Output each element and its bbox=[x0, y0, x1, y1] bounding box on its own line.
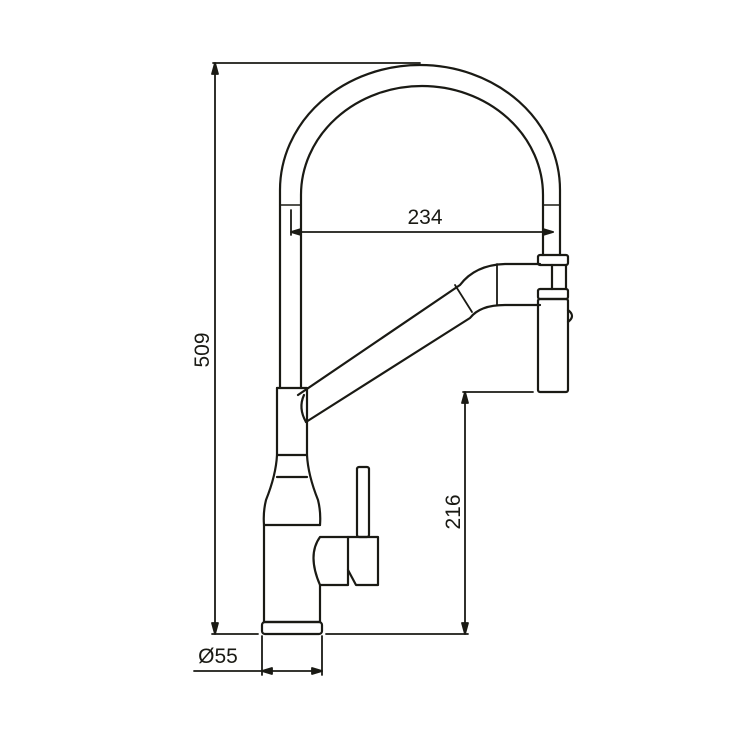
base-ring bbox=[260, 620, 324, 636]
spray-head bbox=[536, 253, 574, 394]
dimension-spout-clearance bbox=[325, 391, 534, 635]
dimension-label-spout-reach: 234 bbox=[407, 206, 442, 229]
dimension-base-diameter bbox=[193, 635, 323, 676]
lever-handle bbox=[312, 465, 380, 587]
dimension-label-spout-clearance: 216 bbox=[442, 494, 465, 529]
dimension-label-base-diameter: Ø55 bbox=[198, 645, 238, 668]
pull-out-arm bbox=[296, 262, 542, 424]
dimension-label-total-height: 509 bbox=[191, 332, 214, 367]
dimension-total-height bbox=[211, 62, 421, 635]
faucet-body bbox=[260, 386, 324, 636]
gooseneck-spout bbox=[278, 63, 562, 390]
dimension-spout-reach bbox=[290, 209, 554, 236]
